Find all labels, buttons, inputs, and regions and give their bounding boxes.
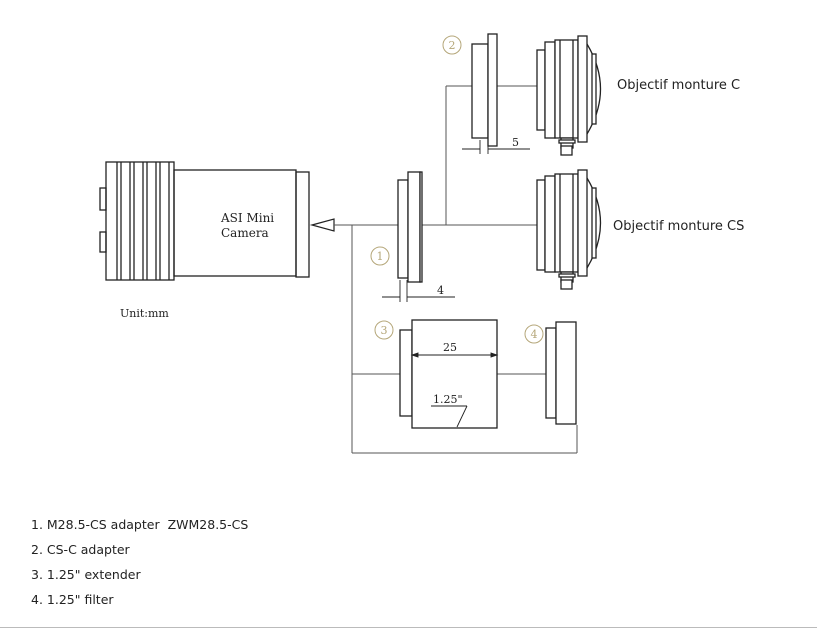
parts-legend: 1. M28.5-CS adapter ZWM28.5-CS 2. CS-C ad… bbox=[31, 516, 248, 616]
connector-arrow bbox=[309, 218, 335, 232]
lens-c-label: Objectif monture C bbox=[617, 78, 740, 93]
filter-125 bbox=[545, 321, 577, 425]
lens-cs-mount bbox=[536, 169, 602, 290]
thread-leader bbox=[431, 405, 468, 428]
adapter-cs-c bbox=[471, 33, 498, 147]
dim-4-label: 4 bbox=[437, 284, 444, 297]
dim-5-label: 5 bbox=[512, 136, 519, 149]
camera-label-line2: Camera bbox=[221, 226, 269, 240]
camera-body bbox=[99, 161, 310, 281]
legend-item-3-text: 3. 1.25" extender bbox=[31, 567, 141, 582]
lens-c-mount bbox=[536, 35, 602, 156]
marker-3-label: 3 bbox=[381, 324, 388, 337]
legend-item-1-code: ZWM28.5-CS bbox=[167, 517, 249, 532]
lens-cs-label: Objectif monture CS bbox=[613, 219, 744, 234]
dim-125-label: 1.25" bbox=[433, 393, 463, 406]
legend-item-1-text: 1. M28.5-CS adapter bbox=[31, 517, 160, 532]
dimension-5 bbox=[462, 140, 530, 154]
marker-2-circle bbox=[442, 35, 462, 55]
legend-item: 4. 1.25" filter bbox=[31, 591, 248, 616]
dimension-25 bbox=[410, 352, 499, 358]
marker-4-circle bbox=[524, 324, 544, 344]
camera-label-line1: ASI Mini bbox=[220, 211, 274, 225]
marker-1-label: 1 bbox=[377, 250, 384, 263]
marker-4-label: 4 bbox=[531, 328, 538, 341]
legend-item: 3. 1.25" extender bbox=[31, 566, 248, 591]
legend-item: 2. CS-C adapter bbox=[31, 541, 248, 566]
marker-3-circle bbox=[374, 320, 394, 340]
bottom-divider bbox=[0, 627, 817, 628]
marker-2-label: 2 bbox=[449, 39, 456, 52]
extender-125 bbox=[399, 319, 498, 429]
legend-item: 1. M28.5-CS adapter ZWM28.5-CS bbox=[31, 516, 248, 541]
adapter-m28-cs bbox=[397, 171, 423, 283]
part-markers bbox=[370, 35, 544, 344]
legend-item-4-text: 4. 1.25" filter bbox=[31, 592, 114, 607]
legend-item-2-text: 2. CS-C adapter bbox=[31, 542, 130, 557]
dim-25-label: 25 bbox=[443, 341, 457, 354]
unit-label: Unit:mm bbox=[120, 307, 169, 320]
connection-lines bbox=[334, 85, 578, 454]
dimension-4 bbox=[382, 280, 455, 302]
marker-1-circle bbox=[370, 246, 390, 266]
